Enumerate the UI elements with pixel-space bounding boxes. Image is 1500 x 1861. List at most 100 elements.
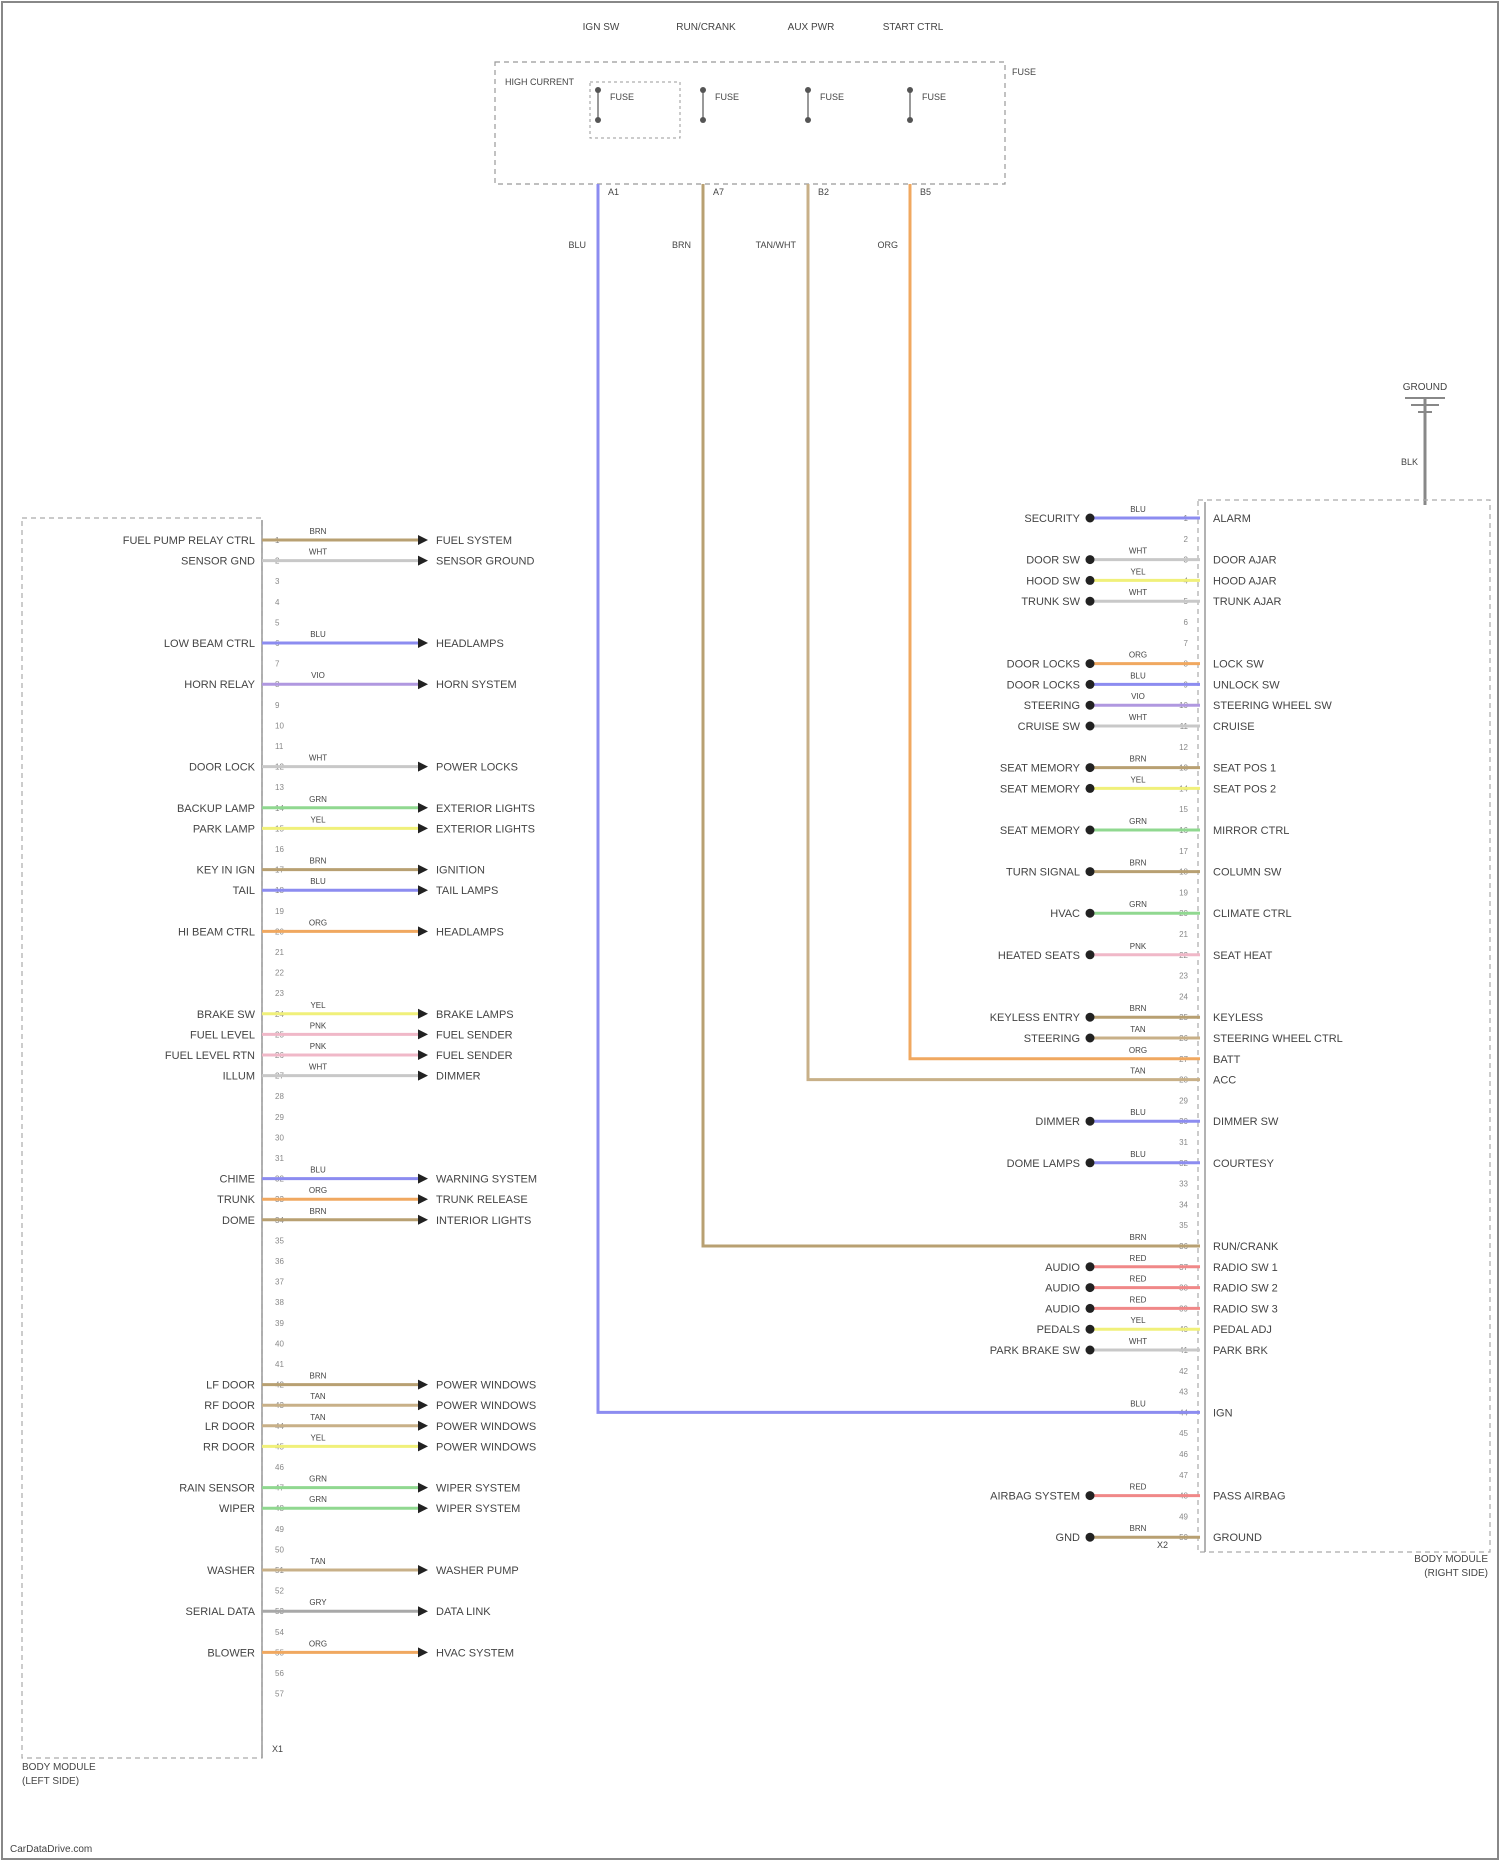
left-wire-destination: SENSOR GROUND [436,556,534,568]
right-wire-color-label: YEL [1130,775,1146,784]
right-pin-label: ALARM [1213,513,1251,525]
feed-wire-0 [598,184,1040,1412]
left-pin-label: TAIL [233,885,255,897]
left-wire-arrow [418,1441,428,1451]
left-pin-label: WASHER [207,1565,255,1577]
left-pin-label: CHIME [220,1174,255,1186]
top-module-label: IGN SW [583,22,620,33]
left-pin-label: BRAKE SW [197,1009,256,1021]
left-wire-color-label: PNK [310,1021,327,1030]
right-wire-source: DOOR LOCKS [1007,659,1080,671]
right-wire-color-label: BLU [1130,1150,1146,1159]
fuse-label: FUSE [715,92,739,102]
left-wire-destination: HEADLAMPS [436,926,504,938]
left-wire-color-label: WHT [309,1063,327,1072]
right-wire-color-label: WHT [1129,1337,1147,1346]
left-wire-arrow [418,1483,428,1493]
feed-wire-2 [808,184,1040,1080]
right-pin-label: LOCK SW [1213,659,1264,671]
right-pin-label: STEERING WHEEL CTRL [1213,1033,1343,1045]
left-wire-arrow [418,1050,428,1060]
right-pin-label: DOOR AJAR [1213,555,1277,567]
right-wire-source: DOOR LOCKS [1007,679,1080,691]
right-wire-color-label: TAN [1130,1025,1146,1034]
right-pin-number: 6 [1184,618,1189,627]
left-pin-label: RR DOOR [203,1441,255,1453]
right-pin-number: 35 [1179,1221,1188,1230]
fuse-label: FUSE [610,92,634,102]
left-wire-color-label: TAN [310,1413,326,1422]
left-pin-label: FUEL LEVEL [190,1029,255,1041]
left-wire-destination: WIPER SYSTEM [436,1483,520,1495]
right-wire-source: AUDIO [1045,1303,1080,1315]
right-pin-label: SEAT HEAT [1213,950,1273,962]
left-pin-number: 39 [275,1319,284,1328]
left-pin-number: 22 [275,969,284,978]
pin-label: A7 [713,187,724,197]
right-wire-source: KEYLESS ENTRY [990,1012,1081,1024]
right-wire-terminal [1086,576,1095,585]
wire-label: ORG [877,240,898,250]
left-pin-label: LR DOOR [205,1421,255,1433]
pin-label: B5 [920,187,931,197]
left-wire-destination: POWER WINDOWS [436,1441,536,1453]
right-wire-source: AUDIO [1045,1262,1080,1274]
right-wire-color-label: YEL [1130,1316,1146,1325]
left-pin-number: 31 [275,1154,284,1163]
left-wire-arrow [418,1400,428,1410]
right-pin-label: PARK BRK [1213,1345,1268,1357]
right-wire-color-label: PNK [1130,942,1147,951]
right-wire-terminal [1086,1034,1095,1043]
left-wire-destination: POWER WINDOWS [436,1421,536,1433]
right-pin-number: 46 [1179,1450,1188,1459]
left-pin-label: DOME [222,1215,255,1227]
right-pin-label: IGN [1213,1407,1233,1419]
left-wire-color-label: YEL [310,1001,326,1010]
left-pin-number: 3 [275,577,280,586]
left-wire-arrow [418,803,428,813]
right-pin-label: COURTESY [1213,1158,1275,1170]
left-pin-label: BLOWER [207,1647,255,1659]
right-wire-source: DOME LAMPS [1007,1158,1080,1170]
left-wire-arrow [418,762,428,772]
right-pin-label: RADIO SW 3 [1213,1303,1278,1315]
left-wire-color-label: YEL [310,815,326,824]
left-wire-destination: TRUNK RELEASE [436,1194,528,1206]
left-wire-color-label: GRN [309,795,327,804]
left-wire-color-label: ORG [309,1186,327,1195]
left-module-caption: BODY MODULE [22,1762,96,1773]
left-wire-color-label: GRN [309,1495,327,1504]
left-pin-number: 54 [275,1628,284,1637]
right-wire-color-label: BRN [1130,1524,1147,1533]
top-module-note: FUSE [1012,67,1036,77]
left-pin-number: 49 [275,1525,284,1534]
wire-label: BLU [568,240,586,250]
right-pin-label: MIRROR CTRL [1213,825,1289,837]
left-wire-arrow [418,1194,428,1204]
right-wire-terminal [1086,1013,1095,1022]
right-pin-label: STEERING WHEEL SW [1213,700,1332,712]
left-wire-arrow [418,638,428,648]
right-pin-number: 42 [1179,1367,1188,1376]
right-wire-color-label: BRN [1130,1233,1147,1242]
right-pin-label: ACC [1213,1075,1236,1087]
left-pin-number: 41 [275,1360,284,1369]
right-wire-source: PARK BRAKE SW [990,1345,1081,1357]
right-wire-color-label: GRN [1129,900,1147,909]
left-wire-arrow [418,556,428,566]
right-wire-color-label: WHT [1129,588,1147,597]
right-wire-source: AIRBAG SYSTEM [990,1491,1080,1503]
right-wire-source: SEAT MEMORY [1000,783,1081,795]
right-pin-label: CRUISE [1213,721,1255,733]
feed-wire-1 [703,184,1040,1246]
left-pin-label: PARK LAMP [193,823,255,835]
left-wire-destination: EXTERIOR LIGHTS [436,823,535,835]
left-wire-color-label: YEL [310,1433,326,1442]
right-wire-terminal [1086,1346,1095,1355]
right-pin-number: 15 [1179,805,1188,814]
right-wire-terminal [1086,1325,1095,1334]
left-wire-arrow [418,1009,428,1019]
left-wire-color-label: ORG [309,918,327,927]
